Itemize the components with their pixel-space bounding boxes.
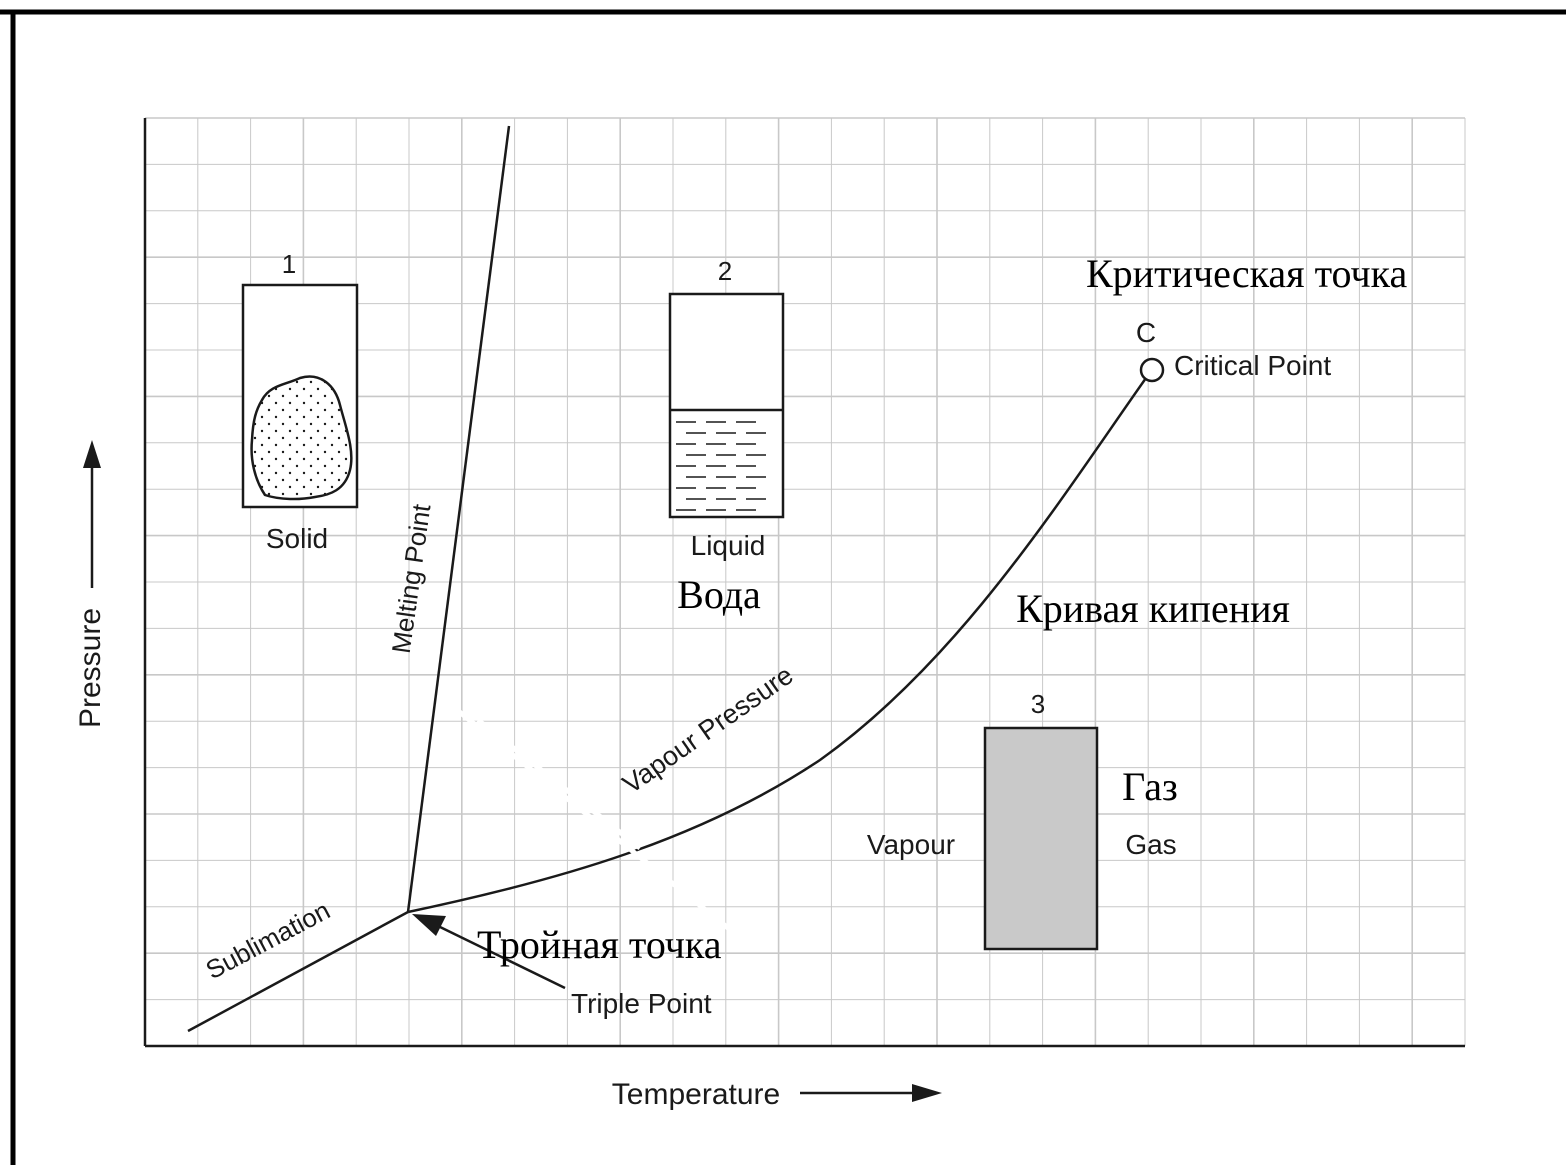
triple-point-label: Triple Point [571, 988, 712, 1019]
container-label: Solid [266, 523, 328, 554]
y-axis-label: Pressure [74, 608, 107, 728]
sublimation-curve [187, 910, 409, 1033]
x-axis-arrow-icon [800, 1084, 942, 1102]
liquid-container: 2 Liquid Вода [668, 256, 785, 617]
y-axis-arrow-icon [83, 440, 101, 588]
container-label: Vapour [867, 829, 955, 860]
critical-point-label: Critical Point [1174, 350, 1331, 381]
critical-point-letter: C [1136, 317, 1156, 348]
gas-container: 3 Vapour Gas Газ [867, 689, 1178, 951]
triple-point-arrow-icon [412, 914, 566, 990]
triple-point-label-ru: Тройная точка [477, 922, 722, 967]
liquid-surface-marks [676, 421, 766, 511]
vapour-pressure-curve [407, 377, 1148, 914]
container-label-ru: Газ [1122, 764, 1178, 809]
plot-axes [143, 118, 1465, 1048]
melting-curve-label: Melting Point [386, 501, 437, 655]
solid-container: 1 Solid [241, 249, 359, 554]
melting-curve [406, 125, 511, 913]
container-number: 3 [1031, 689, 1045, 719]
phase-curves [187, 125, 1148, 1033]
solid-blob [250, 375, 353, 501]
critical-point-label-ru: Критическая точка [1086, 251, 1407, 296]
grid [145, 117, 1466, 1046]
container-number: 1 [282, 249, 296, 279]
sublimation-curve-label: Sublimation [201, 895, 335, 985]
container-number: 2 [718, 256, 732, 286]
container-label-ru: Вода [677, 572, 761, 617]
slide-frame [0, 9, 1566, 1165]
vapour-curve-label: Vapour Pressure [617, 660, 799, 800]
critical-point-marker [1139, 357, 1165, 383]
container-label-secondary: Gas [1125, 829, 1176, 860]
x-axis-label: Temperature [612, 1078, 780, 1111]
gap-marks [450, 704, 740, 938]
container-label: Liquid [691, 530, 766, 561]
boiling-curve-label-ru: Кривая кипения [1016, 586, 1290, 631]
